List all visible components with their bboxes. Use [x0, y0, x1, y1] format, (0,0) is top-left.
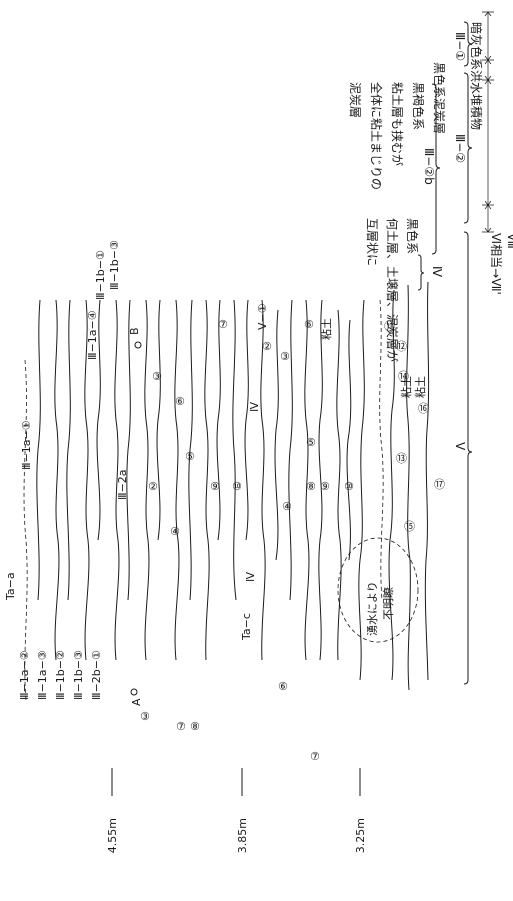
left-label: Ⅲ−1a−②: [18, 650, 31, 700]
circled-number: ⑧: [306, 480, 316, 493]
layer-label-iii1b1: Ⅲ−1b−①: [94, 250, 107, 300]
circled-number: ⑯: [418, 402, 429, 415]
circled-number: ⑤: [185, 450, 195, 463]
circled-number: ⑫: [396, 340, 407, 353]
layer-label-v1: Ⅴ−①: [256, 303, 269, 330]
stratum-line: [289, 300, 292, 600]
unit-label-vi: Ⅵ相当→Ⅶ': [489, 233, 503, 295]
layer-label-iv: Ⅳ: [244, 571, 257, 582]
circled-number: ⑭: [398, 370, 409, 383]
layer-label-clay: 粘土: [319, 318, 333, 340]
unit-label-v: Ⅴ: [453, 442, 467, 451]
left-label: Ⅲ−2b−①: [90, 650, 103, 700]
layer-label-iii1a1: Ⅲ−1a−①: [20, 420, 33, 470]
stratum-line: [261, 300, 265, 660]
circled-number: ②: [148, 480, 158, 493]
layer-label-b: B: [128, 327, 141, 335]
description-d3d: 泥炭層: [348, 82, 362, 118]
layer-label-a: A: [130, 698, 143, 706]
description-d3b: 粘土層も挟むが: [390, 82, 405, 166]
brace-v: [464, 232, 472, 684]
layer-label-clay: 粘土: [413, 376, 427, 398]
description-d4c: 互層状に: [365, 218, 379, 266]
unclear-label: 不明瞭: [382, 587, 395, 620]
stratum-line: [127, 300, 130, 600]
stratum-line: [347, 320, 351, 560]
stratum-line: [55, 300, 59, 660]
stratum-line: [67, 300, 70, 600]
circled-number: ⑤: [306, 436, 316, 449]
layer-label-iii1a4: Ⅲ−1a−④: [86, 310, 99, 360]
stratum-line: [233, 300, 236, 600]
stratum-line: [175, 300, 179, 660]
depth-label: 3.85m: [236, 818, 249, 853]
unit-label-viii: Ⅷ: [505, 233, 513, 249]
stratum-line: [275, 310, 278, 560]
circled-number: ⑦: [310, 750, 320, 763]
circled-number: ④: [282, 500, 292, 513]
circled-number: ③: [152, 370, 162, 383]
circled-number: ④: [170, 525, 180, 538]
layer-label-tac: Ta−c: [240, 613, 253, 641]
circled-number: ⑨: [320, 480, 330, 493]
description-d2: 黒色系泥炭層: [432, 62, 446, 134]
circled-number: ⑰: [434, 478, 445, 491]
circled-number: ⑩: [344, 480, 354, 493]
layer-label-taa: Ta−a: [4, 572, 17, 601]
layer-label-iii1b3: Ⅲ−1b−③: [108, 240, 121, 290]
circled-number: ⑥: [278, 680, 288, 693]
circled-number: ③: [280, 350, 290, 363]
unit-label-iii1: Ⅲ−①: [453, 32, 467, 61]
stratum-line: [37, 300, 40, 600]
circled-number: ③: [140, 710, 150, 723]
layer-label-iv: Ⅳ: [248, 401, 261, 412]
stratum-line-dashed: [380, 300, 383, 600]
circled-number: ⑧: [190, 720, 200, 733]
point-b-marker: [135, 342, 141, 348]
layer-descriptions: 暗灰色系洪水堆積物 黒色系泥炭層 黒褐色系 粘土層も挟むが 全体に粘土まじりの …: [348, 22, 484, 362]
circled-number: ⑩: [232, 480, 242, 493]
description-d1: 暗灰色系洪水堆積物: [469, 22, 484, 130]
stratum-line: [407, 285, 411, 690]
stratum-line: [157, 300, 160, 540]
point-a-marker: [131, 689, 137, 695]
circled-number: ⑮: [404, 520, 415, 533]
left-label: Ⅲ−1b−③: [72, 650, 85, 700]
layer-label-iii2a: Ⅲ−2a: [116, 469, 129, 500]
depth-label: 3.25m: [354, 818, 367, 853]
circled-number: ⑥: [304, 318, 314, 331]
circled-number: ⑨: [210, 480, 220, 493]
unit-label-iii2b: Ⅲ−②b: [422, 148, 436, 185]
left-labels: Ⅲ−1a−② Ⅲ−1a−③ Ⅲ−1b−② Ⅲ−1b−③ Ⅲ−2b−①: [18, 650, 103, 700]
brace-iv: [418, 255, 424, 290]
stratum-line: [425, 282, 428, 680]
stratum-lines: [24, 282, 429, 700]
unit-label-iii2: Ⅲ−②: [453, 134, 467, 163]
depth-markers: 4.55m 3.85m 3.25m: [106, 768, 367, 853]
description-d4a: 黒色系: [405, 218, 419, 254]
unit-label-iv: Ⅳ: [430, 266, 444, 277]
left-label: Ⅲ−1a−③: [36, 650, 49, 700]
spring-label: 湧水により: [366, 581, 379, 636]
left-label: Ⅲ−1b−②: [54, 650, 67, 700]
stratum-line: [245, 300, 248, 540]
circled-number: ⑥: [175, 395, 185, 408]
stratum-line-dashed: [24, 360, 27, 700]
stratum-line: [217, 300, 220, 540]
depth-label: 4.55m: [106, 818, 119, 853]
circled-number: ⑦: [176, 720, 186, 733]
stratum-line: [205, 300, 209, 660]
circled-number: ②: [262, 340, 272, 353]
circled-number: ⑬: [396, 452, 407, 465]
circled-number: ⑦: [218, 318, 228, 331]
circled-number: ⑪: [384, 320, 395, 333]
stratum-line: [359, 300, 364, 680]
description-d3a: 黒褐色系: [411, 82, 426, 130]
description-d3c: 全体に粘土まじりの: [369, 82, 384, 190]
